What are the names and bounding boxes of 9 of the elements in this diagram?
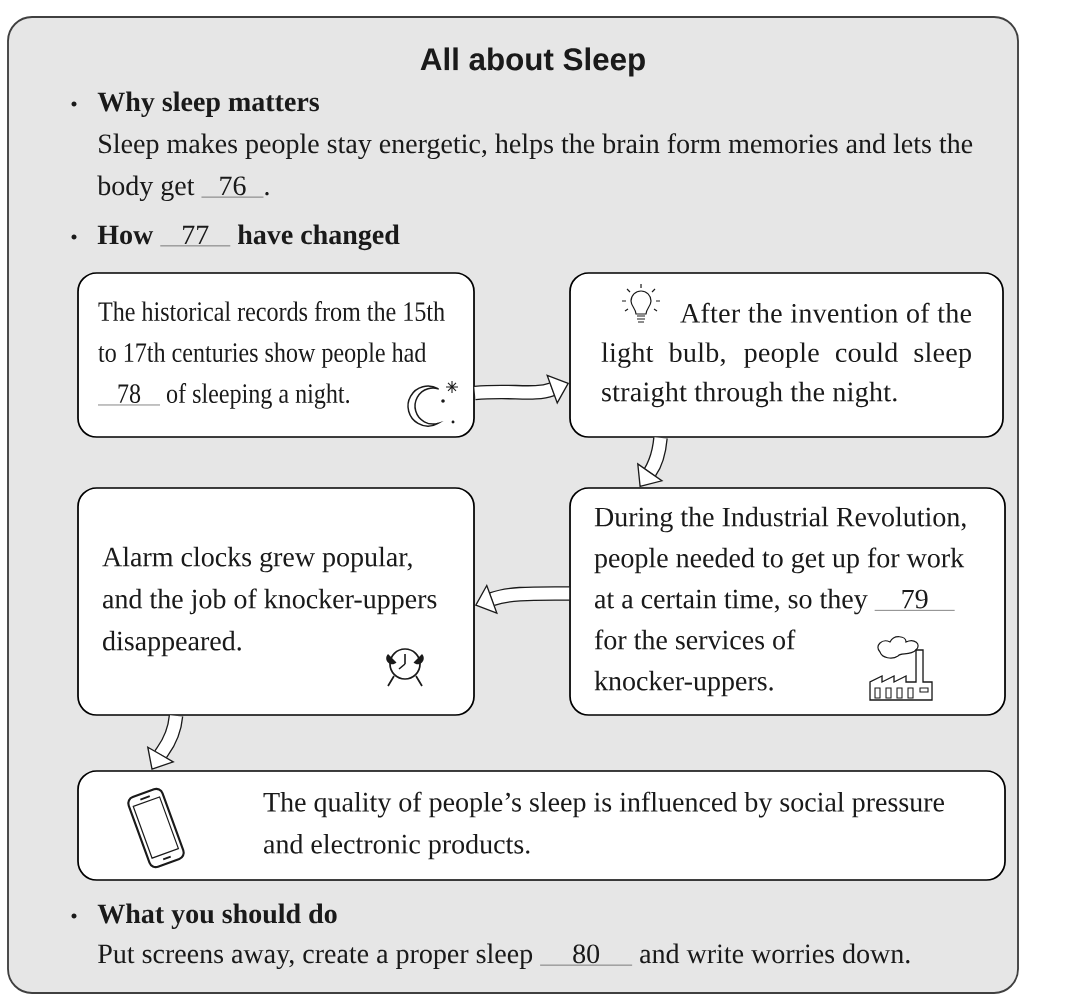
paragraph: Sleep makes people stay energetic, helps the brain form memories and lets the body get 76 . — [97, 133, 973, 201]
title: All about Sleep — [420, 47, 645, 77]
heading: How 77 have changed — [97, 224, 400, 251]
heading: Why sleep matters — [97, 91, 319, 118]
text-box: The historical records from the 15th to 17th centuries show people had 78 of sleeping a night. — [77, 272, 475, 438]
text-box: During the Industrial Revolution, people needed to get up for work at a certain time, so they 79 for the services of knocker-uppers. — [569, 487, 1006, 716]
text-box: After the invention of the light bulb, people could sleep straight through the night. — [569, 272, 1004, 438]
text-box: Alarm clocks grew popular, and the job of knocker-uppers disappeared. — [77, 487, 475, 716]
paragraph: Put screens away, create a proper sleep 80 and write worries down. — [98, 943, 910, 970]
